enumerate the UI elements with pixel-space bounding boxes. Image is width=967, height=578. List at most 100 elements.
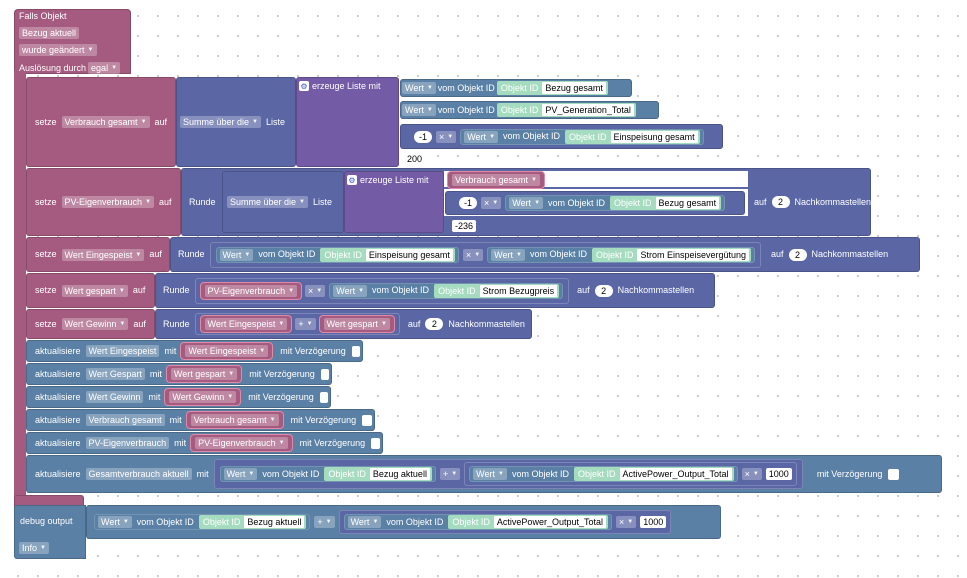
target-field[interactable]: PV-Eigenverbrauch [85,437,170,449]
var-dropdown[interactable]: Wert Gewinn▼ [61,318,129,330]
event-condition-dropdown[interactable]: wurde geändert▼ [17,44,99,56]
delay-checkbox[interactable] [888,468,900,480]
set-verbrauch-gesamt-block[interactable]: setze Verbrauch gesamt▼ auf [26,77,176,167]
variable-chip[interactable]: Verbrauch gesamt▼ [186,412,283,428]
var-dropdown[interactable]: Verbrauch gesamt▼ [61,116,150,128]
update-block[interactable]: aktualisiere PV-Eigenverbrauch mit PV-Ei… [26,432,383,454]
delay-checkbox[interactable] [362,414,372,426]
variable-chip[interactable]: Wert Eingespeist▼ [200,316,292,332]
set-wert-gewinn-block[interactable]: setze Wert Gewinn▼ auf [26,309,155,339]
digits-input[interactable]: 2 [771,196,790,208]
target-field[interactable]: Wert Gewinn [85,391,144,403]
operator-dropdown[interactable]: ×▼ [615,516,637,528]
var-dropdown[interactable]: PV-Eigenverbrauch▼ [61,196,155,208]
update-block[interactable]: aktualisiere Wert Gespart mit Wert gespa… [26,363,332,385]
number-input[interactable]: 200 [402,153,427,165]
operator-dropdown[interactable]: +▼ [439,468,461,480]
update-block[interactable]: aktualisiere Verbrauch gesamt mit Verbra… [26,409,375,431]
add-block[interactable]: Wert Eingespeist▼ +▼ Wert gespart▼ [194,313,400,335]
variable-chip[interactable]: Wert gespart▼ [319,316,394,332]
sum-dropdown[interactable]: Summe über die▼ [180,116,261,128]
round-block[interactable]: Runde PV-Eigenverbrauch▼ ×▼ Wert▼ vom Ob… [155,273,715,308]
number-input[interactable]: -236 [450,220,478,232]
target-field[interactable]: Wert Gespart [85,368,145,380]
delay-checkbox[interactable] [351,345,360,357]
operator-dropdown[interactable]: ×▼ [481,197,502,209]
target-field[interactable]: Gesamtverbrauch aktuell [85,468,192,480]
digits-input[interactable]: 2 [788,248,807,261]
delay-checkbox[interactable] [320,368,329,380]
operator-dropdown[interactable]: ×▼ [462,248,484,261]
create-list-block[interactable]: ⚙ erzeuge Liste mit [296,77,399,167]
set-pv-eigenverbrauch-block[interactable]: setze PV-Eigenverbrauch▼ auf [26,168,181,236]
variable-chip[interactable]: Verbrauch gesamt▼ [446,172,546,188]
update-block[interactable]: aktualisiere Wert Gewinn mit Wert Gewinn… [26,386,331,408]
variable-chip[interactable]: PV-Eigenverbrauch▼ [200,282,302,299]
variable-chip[interactable]: Wert Eingespeist▼ [181,343,273,359]
create-list-block[interactable]: ⚙ erzeuge Liste mit [344,171,444,233]
digits-input[interactable]: 2 [594,284,613,297]
multiply-block[interactable]: PV-Eigenverbrauch▼ ×▼ Wert▼ vom Objekt I… [194,277,570,304]
delay-checkbox[interactable] [319,391,328,403]
set-wert-eingespeist-block[interactable]: setze Wert Eingespeist▼ auf [26,237,170,272]
operator-dropdown[interactable]: ×▼ [305,284,326,297]
sum-list-block[interactable]: Summe über die▼ Liste [222,171,344,233]
digits-input[interactable]: 2 [425,318,444,330]
variable-chip[interactable]: Wert Gewinn▼ [165,389,241,405]
round-block[interactable]: Runde Wert Eingespeist▼ +▼ Wert gespart▼… [155,309,532,339]
operator-dropdown[interactable]: ×▼ [741,468,762,480]
number-input[interactable]: 1000 [640,516,667,528]
event-block[interactable] [14,9,131,74]
operator-dropdown[interactable]: +▼ [295,318,316,330]
set-wert-gespart-block[interactable]: setze Wert gespart▼ auf [26,273,155,308]
operator-dropdown[interactable]: ×▼ [436,130,457,143]
target-field[interactable]: Wert Eingespeist [85,345,160,357]
var-dropdown[interactable]: Wert gespart▼ [61,284,128,297]
variable-chip[interactable]: Wert gespart▼ [166,366,242,382]
trigger-dropdown[interactable]: egal▼ [88,61,121,74]
operator-dropdown[interactable]: +▼ [314,516,335,528]
event-object-field[interactable]: Bezug aktuell [17,27,81,39]
var-dropdown[interactable]: Wert Eingespeist▼ [61,248,145,261]
debug-output-block[interactable] [14,505,86,559]
sum-list-block[interactable]: Summe über die▼ Liste [176,77,296,167]
sum-dropdown[interactable]: Summe über die▼ [227,196,308,208]
log-level-dropdown[interactable]: Info▼ [17,542,51,554]
number-input[interactable]: 1000 [765,468,792,480]
delay-checkbox[interactable] [371,437,380,449]
variable-chip[interactable]: PV-Eigenverbrauch▼ [191,435,292,451]
gear-icon[interactable]: ⚙ [347,175,357,185]
update-block[interactable]: aktualisiere Wert Eingespeist mit Wert E… [26,340,363,362]
gear-icon[interactable]: ⚙ [299,81,309,91]
update-block[interactable]: aktualisiere Gesamtverbrauch aktuell mit… [26,455,942,493]
